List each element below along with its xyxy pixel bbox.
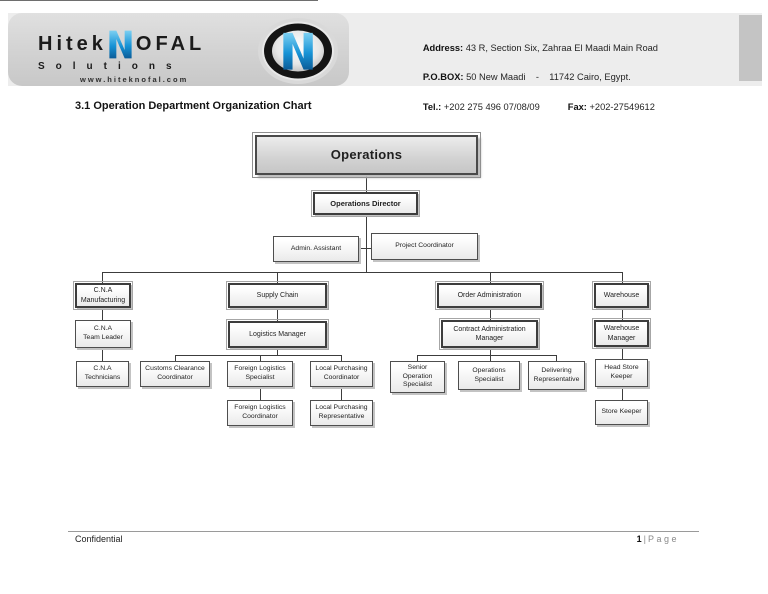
org-connector (102, 272, 622, 273)
org-connector (622, 347, 623, 359)
org-connector (622, 387, 623, 400)
header-accent-strip (739, 15, 762, 81)
fax-label: Fax: (567, 102, 587, 113)
footer-divider (68, 531, 699, 532)
org-connector (341, 387, 342, 400)
org-node-admin-assistant: Admin. Assistant (273, 236, 359, 262)
org-node-order-administration: Order Administration (435, 281, 544, 310)
logo-website: www.hiteknofal.com (80, 75, 189, 84)
org-connector (175, 355, 176, 361)
org-connector (622, 272, 623, 283)
address-label: Address: (422, 42, 464, 53)
org-connector (360, 248, 371, 249)
org-connector (490, 272, 491, 283)
org-connector (366, 215, 367, 272)
org-connector (102, 272, 103, 283)
org-node-warehouse: Warehouse (592, 281, 651, 310)
org-node-logistics-manager: Logistics Manager (226, 319, 329, 350)
org-connector (277, 308, 278, 321)
org-connector (260, 355, 261, 361)
logo-subtitle: Solutions (38, 61, 183, 72)
org-connector (490, 308, 491, 320)
logo-brand-prefix: Hitek (38, 32, 107, 55)
org-connector (260, 387, 261, 400)
org-connector (490, 348, 491, 355)
org-connector (175, 355, 341, 356)
logo-brand-suffix: OFAL (135, 32, 206, 55)
footer-confidential: Confidential (75, 534, 123, 544)
org-connector (277, 272, 278, 283)
section-title: 3.1 Operation Department Organization Ch… (75, 100, 312, 112)
org-connector (490, 355, 491, 361)
org-connector (556, 355, 557, 361)
footer-page-number: 1|Page (636, 534, 679, 544)
tel-label: Tel.: (422, 102, 442, 113)
scan-artifact-line (0, 0, 318, 1)
org-node-store-keeper: Store Keeper (595, 400, 648, 425)
org-connector (417, 355, 556, 356)
org-connector (622, 308, 623, 320)
pobox-line: P.O.BOX: 50 New Maadi - 11742 Cairo, Egy… (422, 72, 631, 83)
org-node-operations-director: Operations Director (311, 190, 420, 217)
logo-wordmark: Hitek (38, 28, 205, 84)
company-logo-mark-icon (258, 18, 338, 84)
org-connector (277, 348, 278, 355)
company-logo: Hitek (8, 13, 349, 86)
org-node-project-coordinator: Project Coordinator (371, 233, 478, 260)
org-node-supply-chain: Supply Chain (226, 281, 329, 310)
header-band: Hitek (8, 13, 762, 112)
pobox-label: P.O.BOX: (422, 72, 464, 83)
org-connector (366, 175, 367, 192)
org-connector (102, 348, 103, 361)
org-node-operations: Operations (252, 132, 481, 178)
address-line: Address: 43 R, Section Six, Zahraa El Ma… (422, 42, 658, 53)
org-connector (417, 355, 418, 361)
org-connector (102, 308, 103, 320)
org-connector (341, 355, 342, 361)
company-contact-block: Address: 43 R, Section Six, Zahraa El Ma… (397, 34, 658, 123)
